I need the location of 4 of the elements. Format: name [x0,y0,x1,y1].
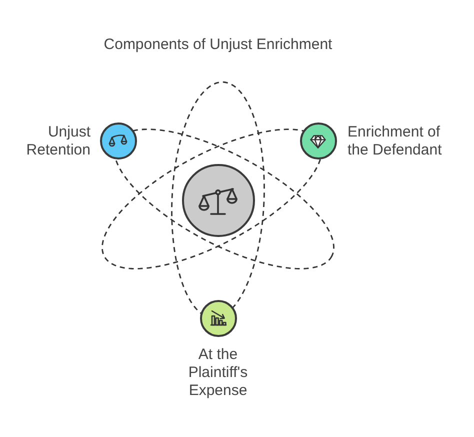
diagram-title: Components of Unjust Enrichment [102,36,334,54]
node-label: Enrichment of the Defendant [348,123,443,159]
node-label: Unjust Retention [25,123,90,159]
node-label: At the Plaintiff's Expense [187,346,249,400]
